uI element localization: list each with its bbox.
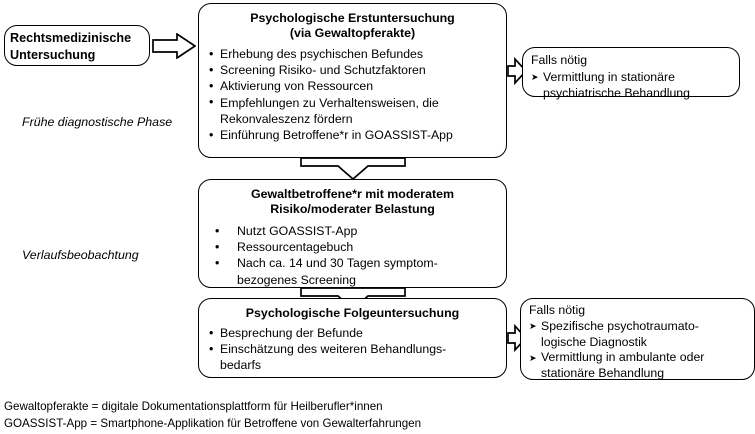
- node-referral-specific-diagnostics-header: Falls nötig: [529, 303, 586, 317]
- list-item: Vermittlung in stationäre psychiatrische…: [531, 69, 733, 101]
- arrow-down-icon-initial-to-monitoring: [300, 157, 406, 181]
- node-initial-psychological-exam: Psychologische Erstuntersuchung (via Gew…: [198, 3, 507, 158]
- list-item: Erhebung des psychischen Befundes: [207, 45, 498, 62]
- node-moderate-risk-monitoring-title: Gewaltbetroffene*r mit moderatem Risiko/…: [250, 187, 455, 216]
- footnote-abbreviations: Gewaltopferakte = digitale Dokumentation…: [4, 400, 422, 430]
- list-item: Ressourcentagebuch: [207, 239, 498, 255]
- phase-label-early-diagnostic: Frühe diagnostische Phase: [22, 115, 173, 129]
- list-item: Empfehlungen zu Verhaltensweisen, die Re…: [207, 94, 498, 127]
- list-item: Spezifische psychotraumato- logische Dia…: [529, 319, 750, 351]
- list-item: Aktivierung von Ressourcen: [207, 78, 498, 94]
- node-referral-inpatient-psychiatric-bullets: Vermittlung in stationäre psychiatrische…: [531, 69, 733, 101]
- list-item: Einschätzung des weiteren Behandlungs- b…: [207, 341, 498, 373]
- node-moderate-risk-monitoring-bullets: Nutzt GOASSIST-App Ressourcentagebuch Na…: [207, 222, 498, 288]
- node-followup-psychological-exam-title: Psychologische Folgeuntersuchung: [245, 306, 460, 320]
- list-item: Vermittlung in ambulante oder stationäre…: [529, 350, 750, 382]
- arrow-right-icon-forensic-to-initial: [152, 33, 196, 59]
- list-item: Nach ca. 14 und 30 Tagen symptom- bezoge…: [207, 255, 498, 287]
- node-moderate-risk-monitoring: Gewaltbetroffene*r mit moderatem Risiko/…: [198, 179, 507, 288]
- node-referral-inpatient-psychiatric: Falls nötig Vermittlung in stationäre ps…: [522, 47, 740, 100]
- node-referral-specific-diagnostics: Falls nötig Spezifische psychotraumato- …: [520, 298, 755, 380]
- node-forensic-examination-title: Rechtsmedizinische Untersuchung: [10, 31, 132, 62]
- node-forensic-examination: Rechtsmedizinische Untersuchung: [4, 25, 150, 66]
- arrow-right-icon-initial-to-referral: [507, 57, 527, 85]
- node-initial-psychological-exam-title: Psychologische Erstuntersuchung (via Gew…: [250, 11, 455, 40]
- list-item: Nutzt GOASSIST-App: [207, 222, 498, 239]
- list-item: Besprechung der Befunde: [207, 324, 498, 341]
- node-initial-psychological-exam-bullets: Erhebung des psychischen Befundes Screen…: [207, 45, 498, 143]
- list-item: Screening Risiko- und Schutzfaktoren: [207, 62, 498, 78]
- node-followup-psychological-exam-bullets: Besprechung der Befunde Einschätzung des…: [207, 324, 498, 374]
- phase-label-course-monitoring: Verlaufsbeobachtung: [22, 248, 139, 262]
- node-referral-specific-diagnostics-bullets: Spezifische psychotraumato- logische Dia…: [529, 319, 750, 382]
- node-followup-psychological-exam: Psychologische Folgeuntersuchung Besprec…: [198, 298, 507, 378]
- node-referral-inpatient-psychiatric-header: Falls nötig: [531, 53, 588, 67]
- list-item: Einführung Betroffene*r in GOASSIST-App: [207, 127, 498, 143]
